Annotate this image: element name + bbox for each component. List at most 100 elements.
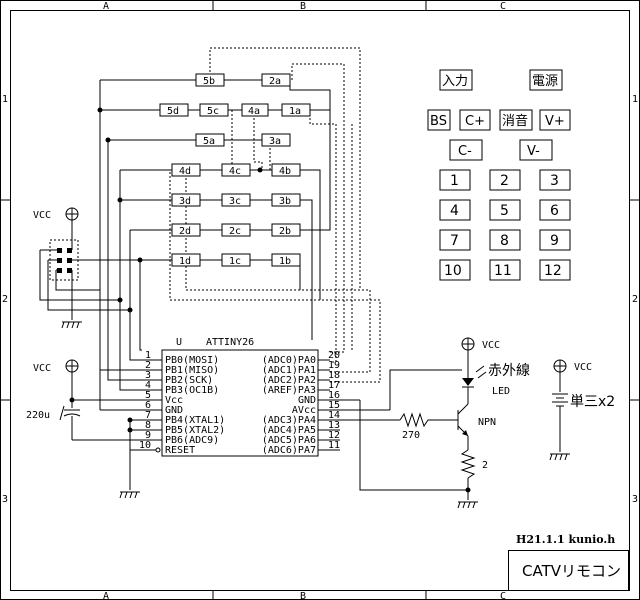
ic-pin-number: 4 — [145, 380, 151, 391]
ic-pin-number: 20 — [328, 350, 340, 361]
row-label-3-right: 3 — [632, 494, 638, 505]
ir-led-symbol — [462, 365, 487, 388]
key-3-label: 3 — [550, 173, 559, 189]
input-button-label: 入力 — [442, 74, 468, 89]
col-label-a-bottom: A — [103, 591, 109, 600]
ic-pin-number: 6 — [145, 400, 151, 411]
ic-pin-number: 7 — [145, 410, 151, 421]
ic-pin-number: 1 — [145, 350, 151, 361]
ic-pin-name: PB6(ADC9) — [165, 435, 219, 446]
vol-up-button[interactable] — [539, 109, 571, 131]
emitter-resistor — [460, 449, 476, 479]
matrix-label: 5a — [203, 136, 215, 147]
ic-pin-name: (AREF)PA3 — [262, 385, 316, 396]
ic-pin-name: PB3(OC1B) — [165, 385, 219, 396]
matrix-label: 3d — [179, 196, 191, 207]
dashed-column-wires — [169, 47, 381, 383]
npn-label: NPN — [478, 417, 496, 428]
col-label-c-bottom: C — [500, 591, 506, 600]
ic-pin-name: PB4(XTAL1) — [165, 415, 225, 426]
power-button[interactable] — [529, 69, 563, 91]
bs-button[interactable] — [427, 109, 451, 131]
power-button-label: 電源 — [532, 74, 558, 89]
led-vcc-symbol — [461, 337, 475, 351]
ic-pin-number: 11 — [328, 440, 340, 451]
key-3-button[interactable] — [539, 169, 571, 191]
ic-pin-name: AVcc — [292, 405, 316, 416]
key-7-button[interactable] — [439, 229, 471, 251]
key-7-label: 7 — [450, 233, 459, 249]
key-11-label: 11 — [494, 263, 512, 279]
ch-up-button[interactable] — [459, 109, 491, 131]
key-9-label: 9 — [550, 233, 559, 249]
key-4-button[interactable] — [439, 199, 471, 221]
ic-pin-number: 8 — [145, 420, 151, 431]
title-block — [508, 550, 629, 591]
base-resistor — [399, 412, 430, 428]
mute-button[interactable] — [499, 109, 533, 131]
key-1-button[interactable] — [439, 169, 471, 191]
col-label-c-top: C — [500, 1, 506, 12]
key-4-label: 4 — [450, 203, 459, 219]
ic-pin-name: (ADC4)PA5 — [262, 425, 316, 436]
ch-down-button[interactable] — [449, 139, 483, 161]
key-5-button[interactable] — [489, 199, 521, 221]
key-11-button[interactable] — [489, 259, 521, 281]
key-6-button[interactable] — [539, 199, 571, 221]
bus-wires — [39, 80, 142, 391]
ic-pin-name: PB5(XTAL2) — [165, 425, 225, 436]
ic-part-name: ATTINY26 — [206, 337, 254, 348]
button-panel: 入力 電源 BS C+ 消音 V+ C- V- 1 2 3 4 5 6 7 8 … — [427, 69, 571, 281]
ic-left-supply-wires — [99, 370, 131, 490]
col-label-b-bottom: B — [300, 591, 306, 600]
base-resistor-value: 270 — [402, 430, 420, 441]
ic-pin-name: PB0(MOSI) — [165, 355, 219, 366]
key-2-button[interactable] — [489, 169, 521, 191]
mute-button-label: 消音 — [502, 113, 528, 129]
key-10-button[interactable] — [439, 259, 471, 281]
ic-pin-name: PB1(MISO) — [165, 365, 219, 376]
matrix-label: 1a — [289, 106, 301, 117]
matrix-labels: 5b 2a 5d 5c 4a 1a 5a 3a 4d 4c 4b 3d 3c 3… — [167, 76, 301, 267]
drawing-title: CATVリモコン — [522, 562, 621, 580]
key-2-label: 2 — [500, 173, 509, 189]
key-10-label: 10 — [444, 263, 462, 279]
ic-pin-number: 18 — [328, 370, 340, 381]
ic-pin-name: GND — [298, 395, 316, 406]
cap-vcc-label: VCC — [33, 363, 51, 374]
key-8-button[interactable] — [489, 229, 521, 251]
vol-down-button[interactable] — [519, 139, 553, 161]
matrix-label: 1d — [179, 256, 191, 267]
matrix-label: 1b — [279, 256, 291, 267]
capacitor-value: 220u — [26, 410, 50, 421]
col-label-b-top: B — [300, 1, 306, 12]
vol-down-button-label: V- — [527, 144, 540, 159]
battery-vcc-symbol — [553, 359, 567, 373]
key-5-label: 5 — [500, 203, 509, 219]
key-12-button[interactable] — [539, 259, 571, 281]
ic-pin-name: (ADC5)PA6 — [262, 435, 316, 446]
ch-down-button-label: C- — [458, 144, 472, 159]
matrix-label: 5b — [203, 76, 215, 87]
date-author: H21.1.1 kunio.h — [516, 533, 615, 546]
matrix-label: 3b — [279, 196, 291, 207]
input-button[interactable] — [439, 69, 473, 91]
inner-frame — [10, 10, 630, 591]
ic-pin-number: 15 — [328, 400, 340, 411]
ic-left-pin-lines — [72, 359, 162, 453]
ic-right-pin-lines — [318, 359, 400, 451]
ic-attiny26: U ATTINY26 1 2 — [72, 337, 400, 457]
ic-pin-number: 3 — [145, 370, 151, 381]
matrix-label: 2b — [279, 226, 291, 237]
vol-up-button-label: V+ — [545, 114, 565, 129]
key-8-label: 8 — [500, 233, 509, 249]
key-9-button[interactable] — [539, 229, 571, 251]
row-label-3-left: 3 — [2, 494, 8, 505]
matrix-label: 2a — [269, 76, 281, 87]
matrix-label: 2c — [229, 226, 241, 237]
cap-vcc-symbol — [65, 359, 79, 373]
